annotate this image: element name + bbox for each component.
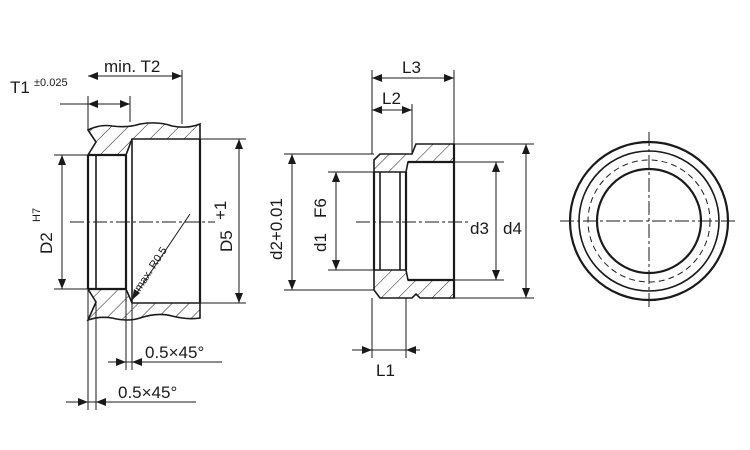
d2-label: D2 xyxy=(37,232,56,254)
l3-label: L3 xyxy=(402,58,421,77)
t1-tolerance: ±0.025 xyxy=(34,77,68,89)
d4-label: d4 xyxy=(503,219,522,238)
d3-label: d3 xyxy=(470,219,489,238)
chamfer-inner-label: 0.5×45° xyxy=(145,343,204,362)
bushing-upper-wall xyxy=(373,143,455,173)
d2-tolerance-label: d2+0.01 xyxy=(267,198,286,260)
d5-tolerance: +1 xyxy=(211,201,230,220)
d1-label: d1 xyxy=(311,233,330,252)
radius-label: max. R0.5 xyxy=(132,245,169,294)
bushing-section-view: L3 L2 L1 d2+0.01 d1 F6 d3 xyxy=(267,58,534,380)
d5-label: D5 xyxy=(217,230,236,252)
chamfer-outer-label: 0.5×45° xyxy=(118,383,177,402)
bushing-lower-wall xyxy=(373,269,455,299)
l2-label: L2 xyxy=(382,89,401,108)
housing-section-view: T1 ±0.025 min. T2 D2 H7 D5 +1 max. R0.5 xyxy=(10,57,246,410)
h7-label: H7 xyxy=(31,208,43,222)
t1-label: T1 xyxy=(10,78,30,97)
radius-leader xyxy=(131,213,191,301)
housing-upper-wall xyxy=(86,122,201,156)
bushing-end-view xyxy=(560,132,738,310)
housing-lower-wall xyxy=(86,288,201,322)
f6-label: F6 xyxy=(311,198,330,218)
l1-label: L1 xyxy=(376,361,395,380)
min-t2-label: min. T2 xyxy=(104,57,160,76)
